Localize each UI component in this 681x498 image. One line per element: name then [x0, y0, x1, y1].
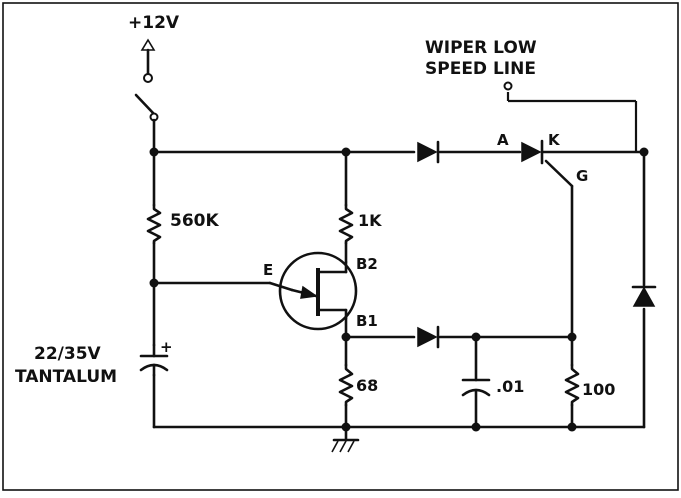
- resistor-68-label: 68: [356, 376, 378, 395]
- figure-border: [2, 2, 679, 491]
- tantalum-cap-label-1: 22/35V: [34, 344, 102, 364]
- tantalum-cap-label-2: TANTALUM: [15, 367, 117, 387]
- wiper-label-line1: WIPER LOW: [425, 38, 537, 58]
- scr-anode-label: A: [497, 131, 509, 149]
- scr-gate-label: G: [576, 167, 588, 185]
- capacitor-001-label: .01: [496, 377, 524, 396]
- diode-right: [631, 285, 657, 307]
- ujt-transistor: [268, 251, 358, 331]
- resistor-1k-label: 1K: [358, 211, 382, 230]
- scr: [521, 139, 544, 165]
- supply-terminal: [140, 38, 156, 83]
- tantalum-cap-plus: +: [160, 338, 173, 356]
- resistor-1k: [338, 203, 354, 245]
- wiper-terminal: [503, 81, 513, 91]
- diode-b1: [417, 325, 440, 349]
- supply-label: +12V: [128, 13, 180, 33]
- ujt-b2-label: B2: [356, 255, 378, 273]
- resistor-560k: [146, 203, 162, 245]
- junction-dots: [149, 147, 649, 432]
- wires: [152, 92, 646, 429]
- capacitor-001: [461, 378, 491, 397]
- tantalum-capacitor: [139, 343, 169, 377]
- power-switch: [134, 93, 159, 154]
- ujt-emitter-label: E: [263, 261, 273, 279]
- wiper-label-line2: SPEED LINE: [425, 59, 536, 79]
- resistor-560k-label: 560K: [170, 211, 219, 231]
- scr-cathode-label: K: [548, 131, 561, 149]
- resistor-68: [338, 363, 354, 407]
- resistor-100: [564, 363, 580, 407]
- diode-top: [417, 140, 440, 164]
- resistor-100-label: 100: [582, 380, 615, 399]
- ujt-b1-label: B1: [356, 312, 378, 330]
